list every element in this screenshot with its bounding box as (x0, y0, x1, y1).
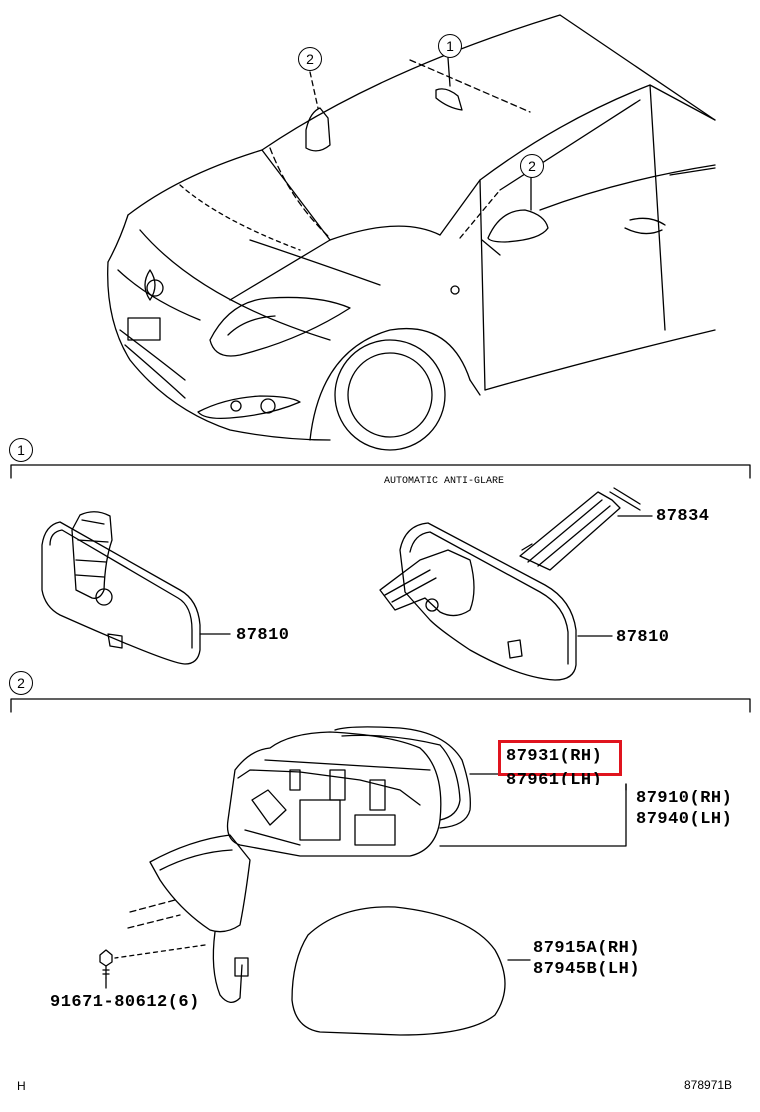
auto-anti-glare-mirror (379, 487, 653, 681)
section-1-subtitle: AUTOMATIC ANTI-GLARE (384, 476, 505, 487)
part-87810-left[interactable]: 87810 (236, 626, 290, 645)
highlight-box (498, 740, 622, 776)
outer-mirror-assembly (99, 726, 627, 1036)
part-91671-80612[interactable]: 91671-80612(6) (50, 993, 200, 1012)
section-2-number: 2 (9, 671, 33, 695)
footer-diagram-id: 878971B (684, 1078, 733, 1092)
section-2-frame (10, 698, 751, 713)
part-87961-lh[interactable]: 87961(LH) (506, 771, 603, 785)
section-1-frame (10, 464, 751, 479)
section-1-number: 1 (9, 438, 33, 462)
part-87810-right[interactable]: 87810 (616, 628, 670, 647)
callout-2-left-mirror: 2 (298, 47, 322, 71)
car-illustration (107, 14, 716, 451)
part-87931-rh[interactable]: 87931(RH) (506, 747, 603, 766)
part-87915a-rh[interactable]: 87915A(RH) (533, 939, 641, 958)
callout-2-door-mirror: 2 (520, 154, 544, 178)
footer-left-code: H (17, 1079, 26, 1093)
part-87945b-lh[interactable]: 87945B(LH) (533, 960, 641, 979)
callout-1: 1 (438, 34, 462, 58)
part-87940-lh[interactable]: 87940(LH) (636, 810, 733, 829)
part-87834[interactable]: 87834 (656, 507, 710, 526)
inner-rear-view-mirror (41, 511, 231, 665)
part-87910-rh[interactable]: 87910(RH) (636, 789, 733, 808)
